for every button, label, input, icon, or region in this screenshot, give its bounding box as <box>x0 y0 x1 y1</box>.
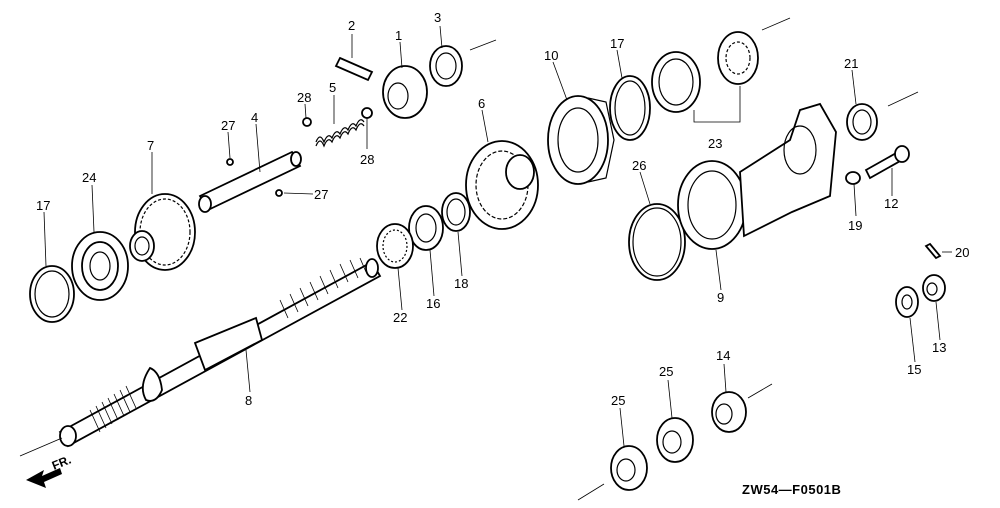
callout-22: 22 <box>393 310 407 325</box>
callout-23: 23 <box>708 136 722 151</box>
washer-15 <box>895 286 919 318</box>
ring-3 <box>429 45 463 87</box>
ring-17-left <box>29 265 75 323</box>
callout-9: 9 <box>717 290 724 305</box>
front-label: FR. <box>50 453 73 473</box>
callout-6: 6 <box>478 96 485 111</box>
cotter-pin-20 <box>924 242 942 260</box>
washer-19 <box>845 171 861 185</box>
callout-3: 3 <box>434 10 441 25</box>
callout-7: 7 <box>147 138 154 153</box>
main-shaft <box>58 257 382 448</box>
bolt-12 <box>864 145 910 180</box>
ring-17-top <box>609 75 651 141</box>
needle-bearing-22 <box>376 223 414 269</box>
bevel-gear-6 <box>465 140 539 230</box>
callout-27-lower: 27 <box>314 187 328 202</box>
axis-arrow-top <box>469 39 497 51</box>
callout-17-left: 17 <box>36 198 50 213</box>
callout-1: 1 <box>395 28 402 43</box>
figure-code: ZW54—F0501B <box>742 482 841 497</box>
axis-arrow-bottom <box>577 483 605 501</box>
callout-27-upper: 27 <box>221 118 235 133</box>
oil-seal-25-upper <box>656 417 694 463</box>
callout-15: 15 <box>907 362 921 377</box>
axis-arrow-top-right <box>761 17 791 31</box>
callout-10: 10 <box>544 48 558 63</box>
callout-2: 2 <box>348 18 355 33</box>
bearing-holder-10 <box>547 95 615 185</box>
clutch-shifter-1 <box>382 65 428 119</box>
callout-8: 8 <box>245 393 252 408</box>
callout-5: 5 <box>329 80 336 95</box>
callout-labels: 2 1 3 10 17 5 28 27 4 28 6 7 24 27 17 23… <box>36 10 969 408</box>
o-ring-26 <box>628 203 686 281</box>
callout-24: 24 <box>82 170 96 185</box>
axis-arrow-right <box>887 91 919 107</box>
callout-13: 13 <box>932 340 946 355</box>
callout-4: 4 <box>251 110 258 125</box>
washer-16 <box>408 205 444 251</box>
callout-28-lower: 28 <box>360 152 374 167</box>
needle-bearing-21 <box>846 103 878 141</box>
leader-lines <box>43 25 952 447</box>
callout-12: 12 <box>884 196 898 211</box>
callout-21: 21 <box>844 56 858 71</box>
gear-case-9 <box>677 102 837 250</box>
callout-18: 18 <box>454 276 468 291</box>
ball-bearing-24 <box>71 231 129 301</box>
shift-shaft-4 <box>198 150 302 213</box>
axis-line-left <box>19 437 63 457</box>
washer-18 <box>441 192 471 232</box>
axis-arrow-bottom-right <box>747 383 773 399</box>
callout-19: 19 <box>848 218 862 233</box>
pin-2 <box>334 56 374 82</box>
callout-14: 14 <box>716 348 730 363</box>
callout-28-upper: 28 <box>297 90 311 105</box>
callout-26: 26 <box>632 158 646 173</box>
spring-5 <box>315 119 365 148</box>
ball-28-lower <box>361 107 373 119</box>
callout-20: 20 <box>955 245 969 260</box>
front-direction-arrow: FR. <box>26 453 73 488</box>
callout-16: 16 <box>426 296 440 311</box>
bearing-race-23 <box>651 31 759 123</box>
nut-13 <box>922 274 946 302</box>
gear-7 <box>129 193 196 271</box>
callout-25-upper: 25 <box>659 364 673 379</box>
ball-28-upper <box>302 117 312 127</box>
callout-25-lower: 25 <box>611 393 625 408</box>
callout-17-top: 17 <box>610 36 624 51</box>
oil-seal-25-lower <box>610 445 648 491</box>
oil-seal-14 <box>711 391 747 433</box>
